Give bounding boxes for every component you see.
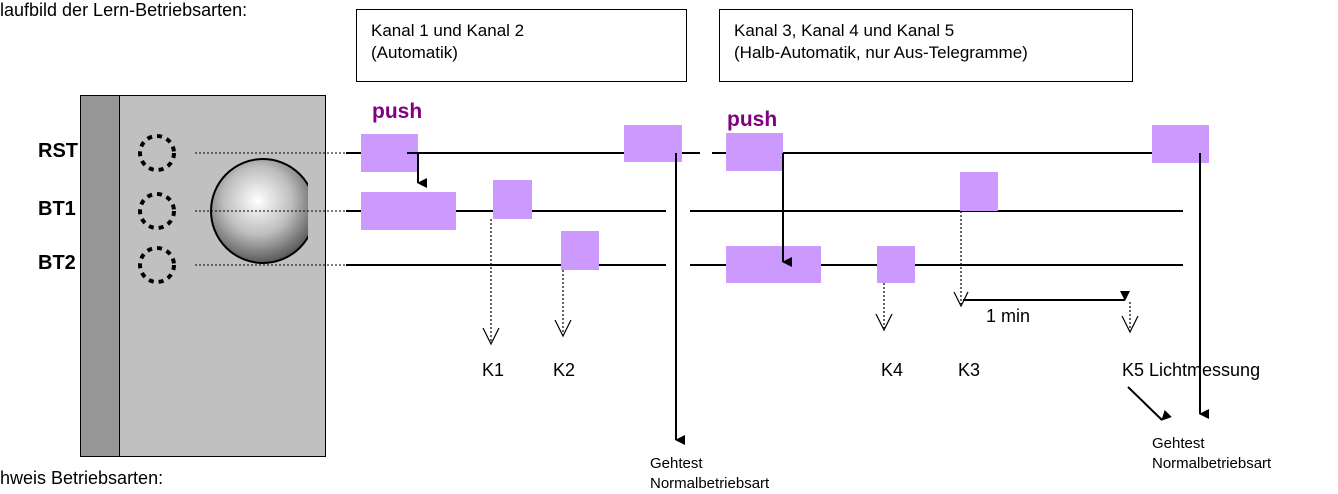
channel-label-k3: K3 xyxy=(958,360,981,380)
arrow-push-left xyxy=(407,152,427,188)
interval-label: 1 min xyxy=(986,306,1031,326)
pulse-bt2-k4 xyxy=(877,246,915,283)
result-left-line1: Gehtest xyxy=(650,455,703,472)
pulse-bt1-k3 xyxy=(960,172,998,211)
led-bt2-icon xyxy=(138,246,176,284)
dotted-arrowhead-k3-icon xyxy=(953,291,969,308)
mode-box-automatic: Kanal 1 und Kanal 2 (Automatik) xyxy=(356,9,687,82)
mode-box-automatic-title: Kanal 1 und Kanal 2 xyxy=(371,21,525,40)
pulse-rst-push-right xyxy=(726,133,783,171)
row-label-bt2: BT2 xyxy=(38,252,76,274)
mode-box-semi-automatic-title: Kanal 3, Kanal 4 und Kanal 5 xyxy=(734,21,955,40)
row-label-rst: RST xyxy=(38,140,78,162)
result-left: Gehtest Normalbetriebsart xyxy=(650,454,769,494)
result-right-line2: Normalbetriebsart xyxy=(1152,455,1272,472)
diagram-caption: laufbild der Lern-Betriebsarten: xyxy=(0,0,248,20)
channel-label-k4: K4 xyxy=(881,360,904,380)
device-cut-mask xyxy=(326,88,356,288)
result-right: Gehtest Normalbetriebsart xyxy=(1152,434,1271,474)
pulse-bt1-long xyxy=(361,192,456,230)
pulse-bt1-k1 xyxy=(493,180,532,219)
push-label-right: push xyxy=(727,108,778,131)
result-right-line1: Gehtest xyxy=(1152,435,1205,452)
row-label-bt1: BT1 xyxy=(38,198,76,220)
led-rst-icon xyxy=(138,134,176,172)
pulse-bt2-k2 xyxy=(561,231,599,270)
result-left-line2: Normalbetriebsart xyxy=(650,475,770,492)
device-side-panel xyxy=(80,95,120,457)
arrow-k5-to-gehtest xyxy=(1127,386,1172,421)
dotted-arrowhead-k5-icon xyxy=(1121,315,1139,334)
dotted-arrowhead-k2-icon xyxy=(554,319,572,338)
mode-box-automatic-subtitle: (Automatik) xyxy=(371,43,458,62)
dotted-arrowhead-k1-icon xyxy=(482,327,500,346)
mode-box-semi-automatic-subtitle: (Halb-Automatik, nur Aus-Telegramme) xyxy=(734,43,1028,62)
channel-label-k5: K5 Lichtmessung xyxy=(1122,360,1261,380)
led-bt1-icon xyxy=(138,192,176,230)
push-label-left: push xyxy=(372,100,423,123)
pulse-rst-end-left xyxy=(624,125,682,162)
mode-box-semi-automatic: Kanal 3, Kanal 4 und Kanal 5 (Halb-Autom… xyxy=(719,9,1133,82)
dotted-arrowhead-k4-icon xyxy=(875,313,893,332)
footer-note: hweis Betriebsarten: xyxy=(0,468,164,488)
channel-label-k1: K1 xyxy=(482,360,505,380)
pulse-bt2-long xyxy=(726,246,821,283)
channel-label-k2: K2 xyxy=(553,360,576,380)
